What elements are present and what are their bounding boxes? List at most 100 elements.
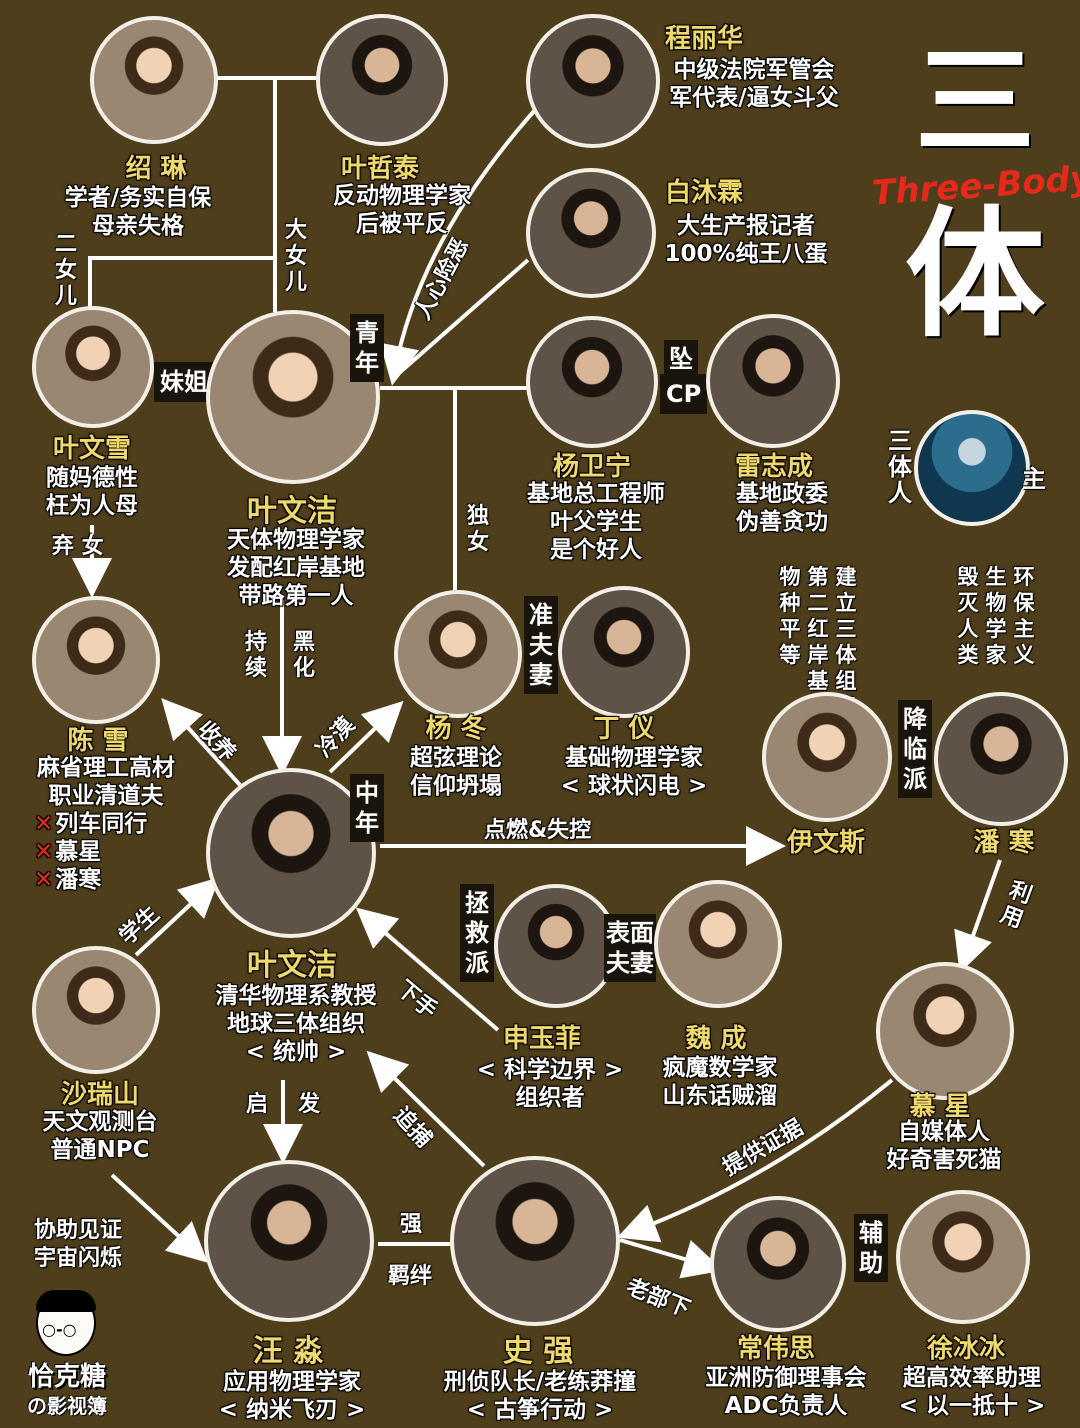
watermark-line1: 恰克糖 — [27, 1362, 106, 1392]
portrait-yangweining — [526, 316, 658, 448]
watermark-line2: の影视簿 — [27, 1394, 107, 1418]
portrait-shenyufei — [494, 884, 618, 1008]
name-evans: 伊文斯 — [786, 828, 866, 858]
tag-biaomianfuqi: 表面夫妻 — [604, 914, 656, 982]
portrait-mochen — [876, 962, 1014, 1100]
tag-meijie: 妹姐 — [154, 362, 214, 402]
desc-shenyufei: < 科学边界 > 组织者 — [476, 1057, 624, 1111]
tag-zhunfuqi: 准夫妻 — [524, 596, 558, 694]
x-mark: ✕ — [34, 867, 54, 893]
chenxue-kills: ✕列车同行 ✕慕星 ✕潘寒 — [34, 811, 148, 893]
desc-wangmiao: 应用物理学家 < 纳米飞刃 > — [218, 1369, 366, 1423]
portrait-yewenxue — [32, 306, 154, 428]
faction-right-col-3: 毁灭人类 — [957, 565, 979, 667]
desc-chenglihua: 中级法院军管会 军代表/逼女斗父 — [669, 57, 839, 111]
x-mark: ✕ — [34, 839, 54, 865]
tag-jianglinpai: 降临派 — [898, 700, 932, 798]
xuesheng-arrow — [134, 877, 220, 957]
desc-yewenxue: 随妈德性 枉为人母 — [46, 465, 138, 519]
desc-baimulin: 大生产报记者 100%纯王八蛋 — [664, 213, 828, 267]
name-shiqiang: 史 强 — [502, 1334, 574, 1369]
faction-right-col-1: 环保主义 — [1013, 565, 1035, 667]
label-danver: 大女儿 — [284, 218, 307, 295]
lengdan-arrow — [328, 700, 404, 774]
label-chixu: 持续 — [244, 630, 267, 681]
label-santi: 三体人 — [888, 427, 912, 507]
label-qifa: 启发 — [246, 1092, 351, 1117]
portrait-evans — [762, 692, 892, 822]
label-xiezhu: 协助见证 — [34, 1218, 123, 1243]
label-qinv: 弃 女 — [52, 534, 104, 559]
label-qiang: 强 — [400, 1212, 423, 1237]
xiashou-arrow — [355, 907, 500, 1032]
label-jiban: 羁绊 — [388, 1264, 433, 1289]
faction-right-col-2: 生物学家 — [985, 565, 1007, 667]
laobuxia-arrow — [619, 1238, 724, 1279]
name-yezhetai: 叶哲泰 — [340, 154, 420, 184]
name-leizhicheng: 雷志成 — [734, 452, 814, 482]
name-shenyufei: 申玉菲 — [502, 1024, 582, 1054]
baimulin-line — [396, 258, 530, 376]
portrait-yezhetai — [316, 14, 448, 146]
x-mark: ✕ — [34, 811, 54, 837]
tag-zhongnian: 中年 — [350, 774, 384, 842]
desc-yezhetai: 反动物理学家 后被平反 — [333, 183, 471, 237]
desc-shiqiang: 刑侦队长/老练莽撞 < 古筝行动 > — [443, 1369, 637, 1423]
desc-yangweining: 基地总工程师 叶父学生 是个好人 — [527, 481, 665, 563]
shouyang-arrow — [161, 698, 242, 787]
desc-xubingbing: 超高效率助理 < 以一抵十 > — [898, 1365, 1046, 1419]
desc-yewenjie-mid: 清华物理系教授 地球三体组织 < 统帅 > — [215, 983, 377, 1065]
portrait-sharuishan — [32, 946, 160, 1074]
desc-chenxue: 麻省理工高材 职业清道夫 — [37, 755, 175, 809]
renxin-line — [379, 108, 537, 386]
label-dunv: 独女 — [466, 504, 489, 555]
liyong-arrow — [954, 859, 1002, 974]
label-heihua: 黑化 — [292, 630, 315, 681]
portrait-weicheng — [654, 880, 782, 1008]
desc-leizhicheng: 基地政委 伪善贪功 — [736, 481, 828, 535]
portrait-yangdong — [394, 590, 522, 718]
title-char-bottom: 体 — [904, 193, 1045, 357]
name-yangweining: 杨卫宁 — [552, 452, 632, 482]
portrait-dingyi — [558, 586, 690, 718]
xiezhu-arrow — [110, 1173, 208, 1263]
tigong-arrow — [617, 1078, 894, 1243]
desc-shaolin: 学者/务实自保 母亲失格 — [64, 185, 212, 239]
desc-changweisi: 亚洲防御理事会 ADC负责人 — [705, 1365, 867, 1419]
name-xubingbing: 徐冰冰 — [926, 1334, 1006, 1364]
title-char-top: 三 — [915, 31, 1035, 172]
tag-zhengjiupai: 拯救派 — [460, 884, 494, 982]
name-sharuishan: 沙瑞山 — [60, 1080, 140, 1110]
faction-left-col-3: 物种平等 — [779, 565, 801, 667]
name-wangmiao: 汪 淼 — [252, 1334, 324, 1369]
name-chenglihua: 程丽华 — [664, 24, 744, 54]
watermark-logo: ○-○ 恰克糖 の影视簿 — [12, 1290, 122, 1422]
ernver-line — [88, 256, 275, 308]
label-yuzhou: 宇宙闪烁 — [34, 1246, 123, 1271]
portrait-changweisi — [710, 1196, 846, 1332]
zhuibu-arrow — [366, 1050, 486, 1168]
label-ernver: 二女儿 — [54, 232, 77, 309]
tag-cp: CP — [660, 374, 708, 414]
portrait-santi — [914, 410, 1030, 526]
name-baimulin: 白沐霖 — [664, 178, 744, 208]
portrait-xubingbing — [896, 1190, 1030, 1324]
glasses-icon: ○-○ — [42, 1320, 77, 1339]
desc-mochen: 自媒体人 好奇害死猫 — [886, 1119, 1002, 1173]
portrait-baimulin — [526, 168, 656, 298]
portrait-shiqiang — [450, 1156, 620, 1326]
portrait-panhan — [934, 692, 1068, 826]
desc-yangdong: 超弦理论 信仰坍塌 — [410, 745, 502, 799]
desc-sharuishan: 天文观测台 普通NPC — [42, 1109, 158, 1163]
name-shaolin: 绍 琳 — [125, 154, 187, 184]
name-changweisi: 常伟思 — [736, 1334, 816, 1364]
title-block: 三 体 — [880, 31, 1070, 357]
portrait-chenglihua — [526, 14, 660, 148]
tag-fuzhu: 辅助 — [854, 1214, 888, 1282]
name-chenxue: 陈 雪 — [67, 726, 129, 756]
name-yangdong: 杨 冬 — [425, 714, 487, 744]
name-yewenjie-young: 叶文洁 — [247, 494, 337, 529]
name-yewenxue: 叶文雪 — [52, 434, 132, 464]
